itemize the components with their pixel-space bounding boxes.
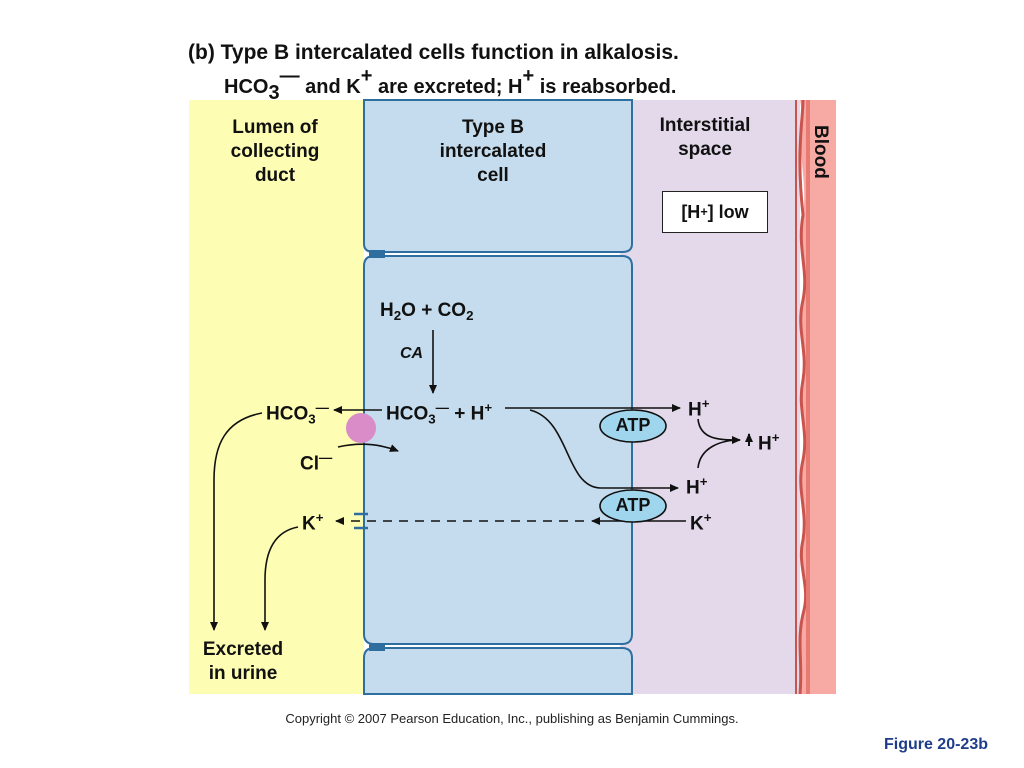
lumen-k-label: K+ <box>302 510 324 535</box>
atp-label-top: ATP <box>615 415 651 435</box>
lumen-region <box>189 100 364 694</box>
atpase-bottom <box>599 489 667 523</box>
interstitial-region <box>620 100 800 694</box>
figure-reference: Figure 20-23b <box>883 736 988 753</box>
figure-subtitle: HCO3— and K+ are excreted; H+ is reabsor… <box>224 65 677 104</box>
copyright-notice: Copyright © 2007 Pearson Education, Inc.… <box>285 711 739 726</box>
reabsorbed-h-label: H+ <box>758 430 780 455</box>
h2o-co2-label: H2O + CO2 <box>380 300 474 323</box>
hco3-h-label: HCO3— + H+ <box>386 400 493 427</box>
interstitial-h-bottom-label: H+ <box>686 474 708 499</box>
cell-upper <box>363 99 633 253</box>
hco3-cl-exchanger <box>346 413 376 443</box>
lumen-cl-label: Cl— <box>300 450 333 475</box>
lumen-hco3-label: HCO3— <box>266 400 329 427</box>
interstitial-k-label: K+ <box>690 510 712 535</box>
interstitial-h-top-label: H+ <box>688 396 710 421</box>
cell-lower <box>363 647 633 695</box>
type-b-cell <box>363 255 633 645</box>
figure-title: (b) Type B intercalated cells function i… <box>188 41 679 64</box>
h-low-box: [H+] low <box>662 191 768 233</box>
blood-label: Blood <box>810 125 831 179</box>
atpase-top <box>599 409 667 443</box>
carbonic-anhydrase-label: CA <box>400 345 424 362</box>
atp-label-bottom: ATP <box>615 495 651 515</box>
